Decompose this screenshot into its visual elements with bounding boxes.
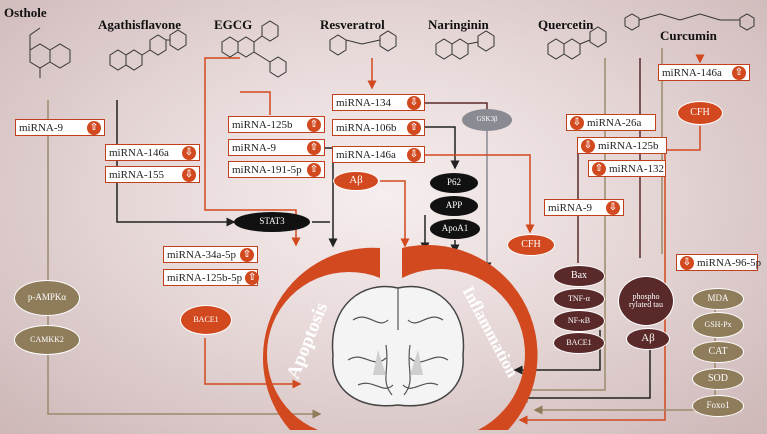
mirna-9-quercetin: miRNA-9⇩	[544, 199, 624, 216]
connector-abeta-ring	[380, 180, 410, 248]
node-bace1-right: BACE1	[553, 332, 605, 354]
compound-curcumin: Curcumin	[660, 28, 717, 43]
mirna-26a-quercetin: ⇩miRNA-26a	[566, 114, 656, 131]
mirna-9-egcg: miRNA-9⇧	[228, 139, 325, 156]
node-apoa1: ApoA1	[430, 219, 480, 239]
up-arrow-icon: ⇧	[240, 247, 254, 262]
compound-osthole: Osthole	[4, 5, 47, 20]
node-app: APP	[430, 196, 478, 216]
node-stat3: STAT3	[234, 212, 310, 232]
node-p-ampk: p-AMPKα	[14, 280, 80, 316]
mirna-134-resveratrol: miRNA-134⇩	[332, 94, 425, 111]
compound-agathisflavone: Agathisflavone	[98, 17, 182, 32]
mirna-132-quercetin: ⇧miRNA-132	[588, 160, 666, 177]
up-arrow-icon: ⇧	[732, 65, 746, 80]
down-arrow-icon: ⇩	[680, 255, 694, 270]
compound-egcg: EGCG	[214, 17, 253, 32]
up-arrow-icon: ⇧	[307, 162, 321, 177]
node-bax: Bax	[553, 265, 605, 287]
down-arrow-icon: ⇩	[581, 138, 595, 153]
mirna-34a-5p: miRNA-34a-5p⇧	[163, 246, 258, 263]
mirna-191-5p-egcg: miRNA-191-5p⇧	[228, 161, 325, 178]
node-foxo1: Foxo1	[692, 395, 744, 417]
brain-illustration	[331, 285, 465, 407]
mirna-106b-resveratrol: miRNA-106b⇧	[332, 119, 425, 136]
up-arrow-icon: ⇧	[407, 120, 421, 135]
mirna-125b-egcg: miRNA-125b⇧	[228, 116, 325, 133]
connector-osthole	[47, 100, 322, 419]
up-arrow-icon: ⇧	[307, 140, 321, 155]
node-bace1-left: BACE1	[180, 305, 232, 335]
node-gsh-px: GSH-Px	[692, 312, 744, 338]
connector-134-gsk	[425, 102, 488, 110]
mirna-96-5p-curcumin: ⇩miRNA-96-5p	[676, 254, 761, 271]
connector-125b-abeta	[240, 91, 271, 115]
up-arrow-icon: ⇧	[307, 117, 321, 132]
down-arrow-icon: ⇩	[570, 115, 584, 130]
mirna-146a-agathisflavone: miRNA-146a⇩	[105, 144, 200, 161]
connector-106b-p62	[425, 126, 460, 170]
compound-quercetin: Quercetin	[538, 17, 594, 32]
up-arrow-icon: ⇧	[87, 120, 101, 135]
compound-resveratrol: Resveratrol	[320, 17, 385, 32]
down-arrow-icon: ⇩	[407, 95, 421, 110]
node-mda: MDA	[692, 288, 744, 310]
node-gsk3b: GSK3β	[462, 109, 512, 131]
agathisflavone-structure-icon	[109, 29, 187, 71]
up-arrow-icon: ⇧	[592, 161, 606, 176]
node-cfh-curcumin: CFH	[677, 101, 723, 125]
down-arrow-icon: ⇩	[606, 200, 620, 215]
resveratrol-structure-icon	[329, 30, 397, 56]
mirna-155-agathisflavone: miRNA-155⇩	[105, 166, 200, 183]
quercetin-structure-icon	[547, 26, 607, 60]
connector-abeta2-ring	[518, 340, 651, 403]
up-arrow-icon: ⇧	[245, 270, 260, 285]
connector-146a-cfh	[425, 154, 535, 234]
node-tnf-alpha: TNF-α	[553, 288, 605, 310]
node-phosphorylated-tau: phospho rylated tau	[618, 276, 674, 326]
down-arrow-icon: ⇩	[407, 147, 421, 162]
connector-agath-stat3	[116, 100, 236, 227]
mirna-125b-quercetin: ⇩miRNA-125b	[577, 137, 667, 154]
naringinin-structure-icon	[435, 30, 495, 60]
node-abeta-quercetin: Aβ	[626, 328, 670, 350]
node-sod: SOD	[692, 368, 744, 390]
node-abeta-egcg: Aβ	[333, 171, 379, 191]
down-arrow-icon: ⇩	[182, 145, 196, 160]
inflammation-arc	[402, 244, 538, 430]
molecule-structures	[29, 13, 755, 78]
curcumin-structure-icon	[624, 13, 755, 31]
node-nf-kb: NF-κB	[553, 310, 605, 332]
mirna-146a-resveratrol: miRNA-146a⇩	[332, 146, 425, 163]
down-arrow-icon: ⇩	[182, 167, 196, 182]
mirna-9-osthole: miRNA-9⇧	[15, 119, 105, 136]
node-camkk2: CAMKK2	[14, 325, 80, 355]
node-cat: CAT	[692, 341, 744, 363]
osthole-structure-icon	[29, 27, 71, 78]
apoptosis-arc	[262, 247, 380, 430]
mirna-125b-5p: miRNA-125b-5p⇧	[163, 269, 260, 286]
node-cfh-resveratrol: CFH	[507, 234, 555, 256]
compound-naringinin: Naringinin	[428, 17, 489, 32]
node-p62: P62	[430, 173, 478, 193]
egcg-structure-icon	[221, 20, 287, 78]
mirna-146a-curcumin: miRNA-146a⇧	[658, 64, 750, 81]
